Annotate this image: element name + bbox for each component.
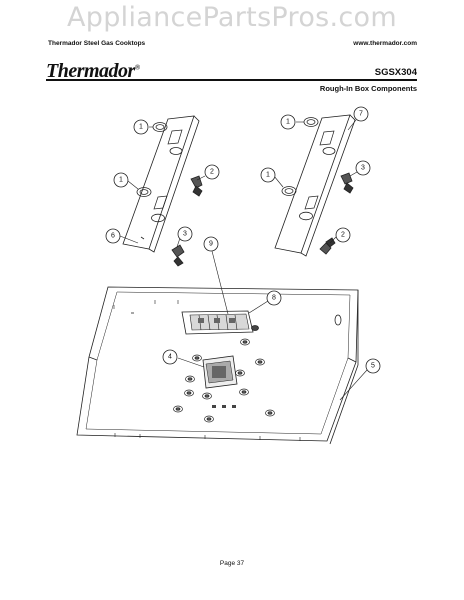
header-rule xyxy=(46,79,417,81)
callout-1: 1 xyxy=(133,119,149,135)
svg-text:8: 8 xyxy=(272,295,276,302)
section-title: Rough-In Box Components xyxy=(319,84,417,93)
model-number: SGSX304 xyxy=(374,67,417,78)
page-number: Page 37 xyxy=(219,560,245,567)
svg-text:2: 2 xyxy=(210,169,214,176)
left-side-rail[interactable] xyxy=(122,115,200,253)
svg-text:4: 4 xyxy=(168,354,172,361)
rough-in-box[interactable] xyxy=(76,286,359,445)
brand-name: Thermador xyxy=(46,60,135,82)
callout-3: 3 xyxy=(177,226,193,242)
svg-text:6: 6 xyxy=(111,233,115,240)
brand-logo: Thermador® xyxy=(46,60,140,83)
terminal-block[interactable] xyxy=(181,310,259,335)
right-side-rail[interactable] xyxy=(274,114,356,257)
elbow-fitting-part-3[interactable] xyxy=(171,172,354,267)
svg-text:1: 1 xyxy=(266,172,270,179)
callout-7: 7 xyxy=(353,106,369,122)
grommet-part-1[interactable] xyxy=(136,117,319,197)
spark-module[interactable] xyxy=(202,355,238,389)
website-link[interactable]: www.thermador.com xyxy=(353,40,417,47)
callout-2: 2 xyxy=(335,227,351,243)
callout-4: 4 xyxy=(162,349,178,365)
callout-1: 1 xyxy=(260,167,276,183)
callout-3: 3 xyxy=(355,160,371,176)
svg-text:7: 7 xyxy=(359,111,363,118)
watermark: AppliancePartsPros.com xyxy=(67,2,397,33)
svg-text:3: 3 xyxy=(183,231,187,238)
callout-5: 5 xyxy=(365,358,381,374)
callout-9: 9 xyxy=(203,236,219,252)
svg-text:3: 3 xyxy=(361,165,365,172)
svg-text:2: 2 xyxy=(341,232,345,239)
series-title: Thermador Steel Gas Cooktops xyxy=(48,40,146,47)
box-floor-grommets xyxy=(173,338,275,423)
svg-text:5: 5 xyxy=(371,363,375,370)
callout-8: 8 xyxy=(266,290,282,306)
svg-text:1: 1 xyxy=(286,119,290,126)
svg-text:1: 1 xyxy=(139,124,143,131)
callout-1: 1 xyxy=(113,172,129,188)
leader-lines xyxy=(119,119,368,401)
callout-2: 2 xyxy=(204,164,220,180)
svg-text:9: 9 xyxy=(209,241,213,248)
registered-mark: ® xyxy=(134,63,140,72)
callout-1: 1 xyxy=(280,114,296,130)
callout-6: 6 xyxy=(105,228,121,244)
svg-text:1: 1 xyxy=(119,177,123,184)
